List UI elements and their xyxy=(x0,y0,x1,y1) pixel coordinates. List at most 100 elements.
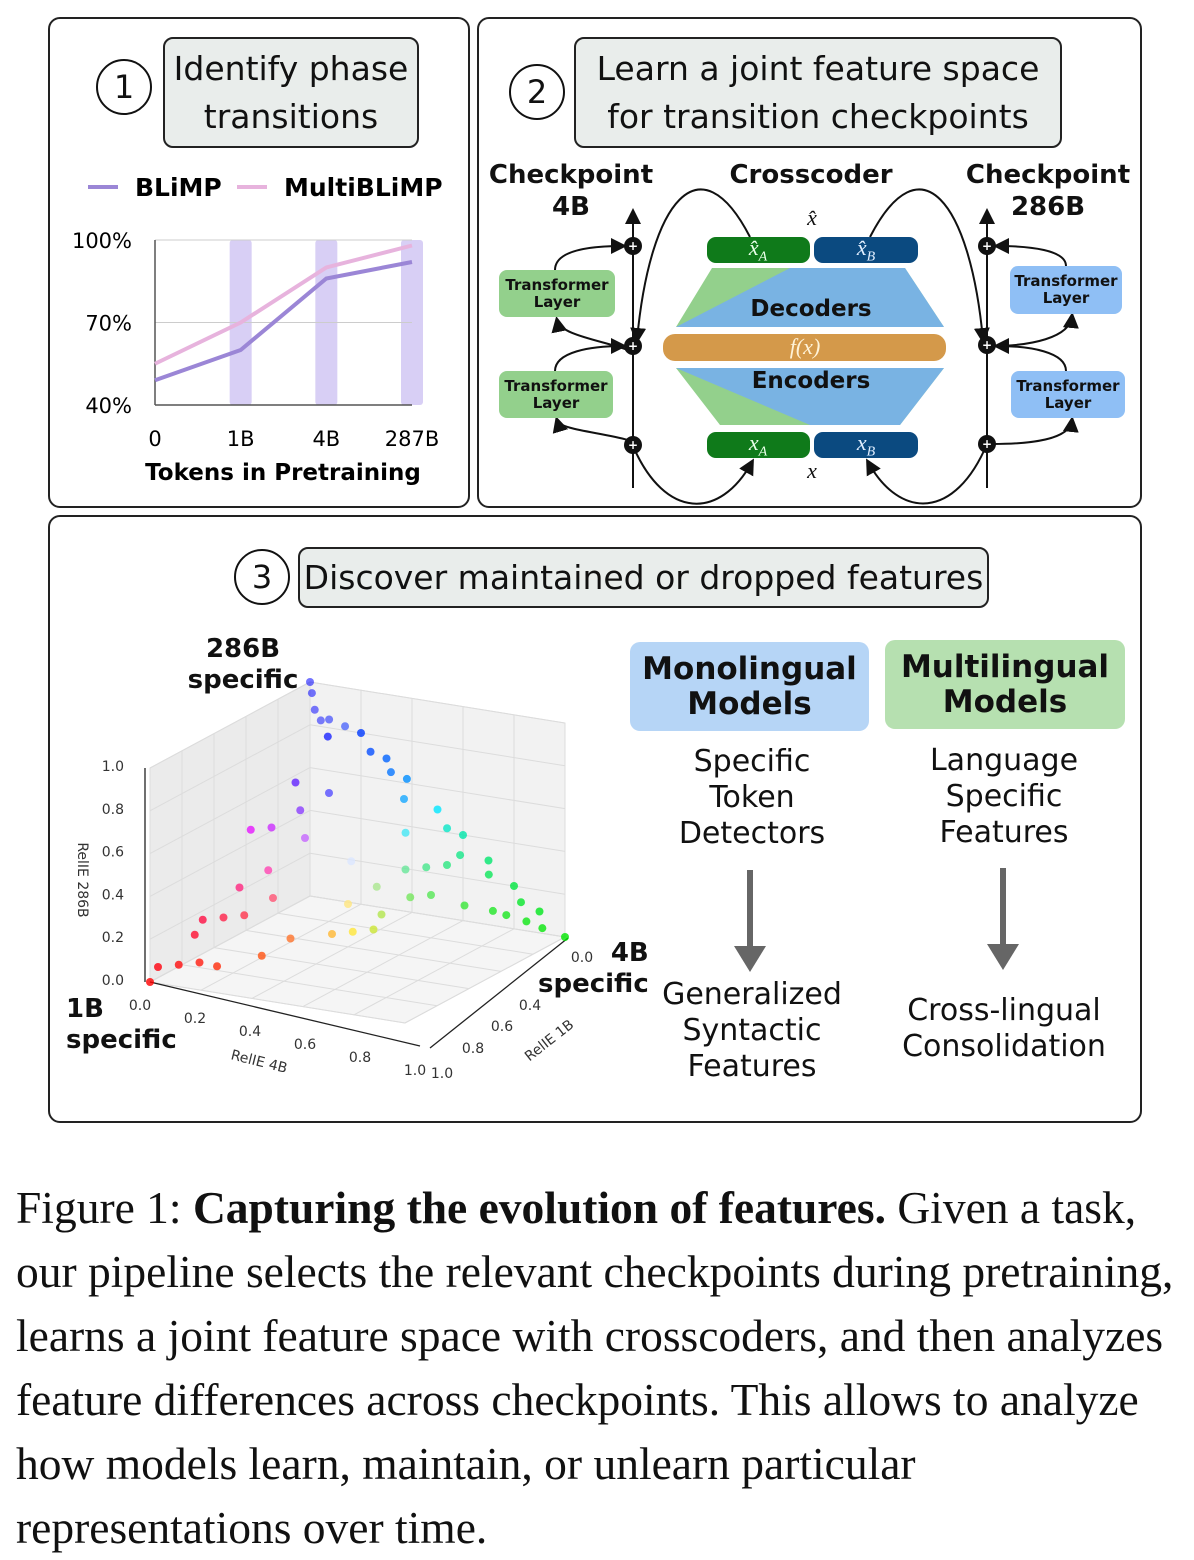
encoders-label: Encoders xyxy=(751,368,871,394)
scatter-point xyxy=(386,768,395,777)
x-label: x xyxy=(807,458,817,483)
scatter-point xyxy=(344,900,352,908)
x-hat-b-label: x̂B xyxy=(857,236,875,269)
text-line: Features xyxy=(687,1049,817,1084)
x-tick-label: 1.0 xyxy=(404,1063,426,1079)
gridline xyxy=(200,903,362,991)
layer-label: Layer xyxy=(1044,393,1092,412)
scatter-point xyxy=(213,962,222,971)
z-axis-label: RelIE 286B xyxy=(74,842,90,917)
scatter-point xyxy=(561,933,569,941)
scatter-point xyxy=(235,883,244,892)
scatter-point xyxy=(369,925,378,934)
y-tick-label: 1.0 xyxy=(431,1066,453,1082)
scatter-point xyxy=(306,678,314,686)
text-line: Generalized xyxy=(662,977,842,1012)
scatter-point xyxy=(510,882,518,890)
panel3-title: Discover maintained or dropped features xyxy=(298,547,989,608)
plus-icons: +++ +++ xyxy=(628,239,992,452)
subscript-a: A xyxy=(758,249,768,265)
corner-label-line: 286B xyxy=(205,634,281,664)
x-hat-a-label: x̂A xyxy=(749,236,767,269)
x-tick-label: 0.2 xyxy=(184,1011,206,1027)
scatter-point xyxy=(459,831,467,839)
scatter-point xyxy=(357,729,365,737)
x-tick-label: 287B xyxy=(385,427,440,451)
gridline xyxy=(149,681,311,769)
gridline xyxy=(149,809,311,897)
box-line: Models xyxy=(942,683,1068,720)
step-number-3: 3 xyxy=(234,549,290,605)
gridline xyxy=(404,936,566,1024)
box-line: Monolingual xyxy=(642,650,857,687)
legend-label: MultiBLiMP xyxy=(284,173,443,202)
scatter-point xyxy=(402,774,411,783)
subscript-b: B xyxy=(866,444,876,460)
scatter-point xyxy=(456,851,465,860)
scatter-point xyxy=(146,978,154,986)
scatter-point xyxy=(296,806,305,815)
x-hat-symbol: x̂ xyxy=(856,235,867,260)
x-a-label: xA xyxy=(749,431,767,464)
scatter-point xyxy=(347,857,356,866)
gridline xyxy=(149,724,311,812)
layer-label: Transformer xyxy=(505,275,609,294)
x-hat-b-box xyxy=(814,237,918,263)
gridline xyxy=(309,809,566,852)
scatter-point xyxy=(535,907,544,916)
gridline xyxy=(181,964,438,1007)
scatter-point xyxy=(341,722,350,731)
y-tick-label: 100% xyxy=(72,229,132,253)
gridline xyxy=(149,767,311,855)
panel1-title-line: transitions xyxy=(203,96,379,136)
z-tick-label: 0.0 xyxy=(102,973,124,989)
fx-label: f(x) xyxy=(789,334,821,359)
scatter-point xyxy=(348,927,357,936)
x-tick-label: 0.4 xyxy=(239,1024,261,1040)
crosscoder-heading: Crosscoder xyxy=(729,160,893,190)
x-b-label: xB xyxy=(857,431,875,464)
scatter-point xyxy=(443,824,452,833)
corner-label-286b: 286B specific xyxy=(188,634,299,696)
checkpoint-286b-heading: Checkpoint 286B xyxy=(966,159,1130,223)
subscript-a: A xyxy=(758,444,768,460)
svg-text:+: + xyxy=(628,438,638,452)
y-axis-relie-1b xyxy=(429,937,569,1049)
box-line: Multilingual xyxy=(900,648,1110,685)
step-number-2: 2 xyxy=(509,64,565,120)
y-tick-label: 0.0 xyxy=(571,950,593,966)
scatter-point xyxy=(328,930,336,938)
gridline xyxy=(277,912,534,955)
svg-text:+: + xyxy=(628,339,638,353)
corner-label-4b: 4B specific xyxy=(538,938,649,1000)
crosscoder-diagram: +++ +++ xyxy=(551,188,1079,505)
series-line-multiblimp xyxy=(154,243,413,366)
scatter-point xyxy=(427,891,435,899)
scatter-point xyxy=(377,910,386,919)
y-tick-label: 40% xyxy=(85,394,132,418)
plus-nodes xyxy=(624,237,996,454)
panel2-title-line: for transition checkpoints xyxy=(607,96,1029,136)
gridline xyxy=(213,947,470,990)
x-axis-label: RelIE 4B xyxy=(229,1047,289,1076)
x-tick-label: 4B xyxy=(312,427,340,451)
text-line: Token xyxy=(709,780,795,815)
scatter-point xyxy=(400,795,408,803)
scatter-point xyxy=(198,915,207,924)
heading-line: Checkpoint xyxy=(965,160,1131,190)
y-axis-label: RelIE 1B xyxy=(522,1017,577,1065)
scatter-point xyxy=(195,958,204,967)
scatter-point xyxy=(246,825,255,834)
z-tick-label: 0.6 xyxy=(102,845,124,861)
x-symbol: x xyxy=(856,430,867,455)
gridline xyxy=(149,981,406,1024)
scatter-point xyxy=(422,863,431,872)
scatter-point xyxy=(517,898,525,907)
layer-label: Layer xyxy=(533,292,581,311)
scatter-point xyxy=(154,963,162,971)
x-b-box xyxy=(814,432,918,458)
